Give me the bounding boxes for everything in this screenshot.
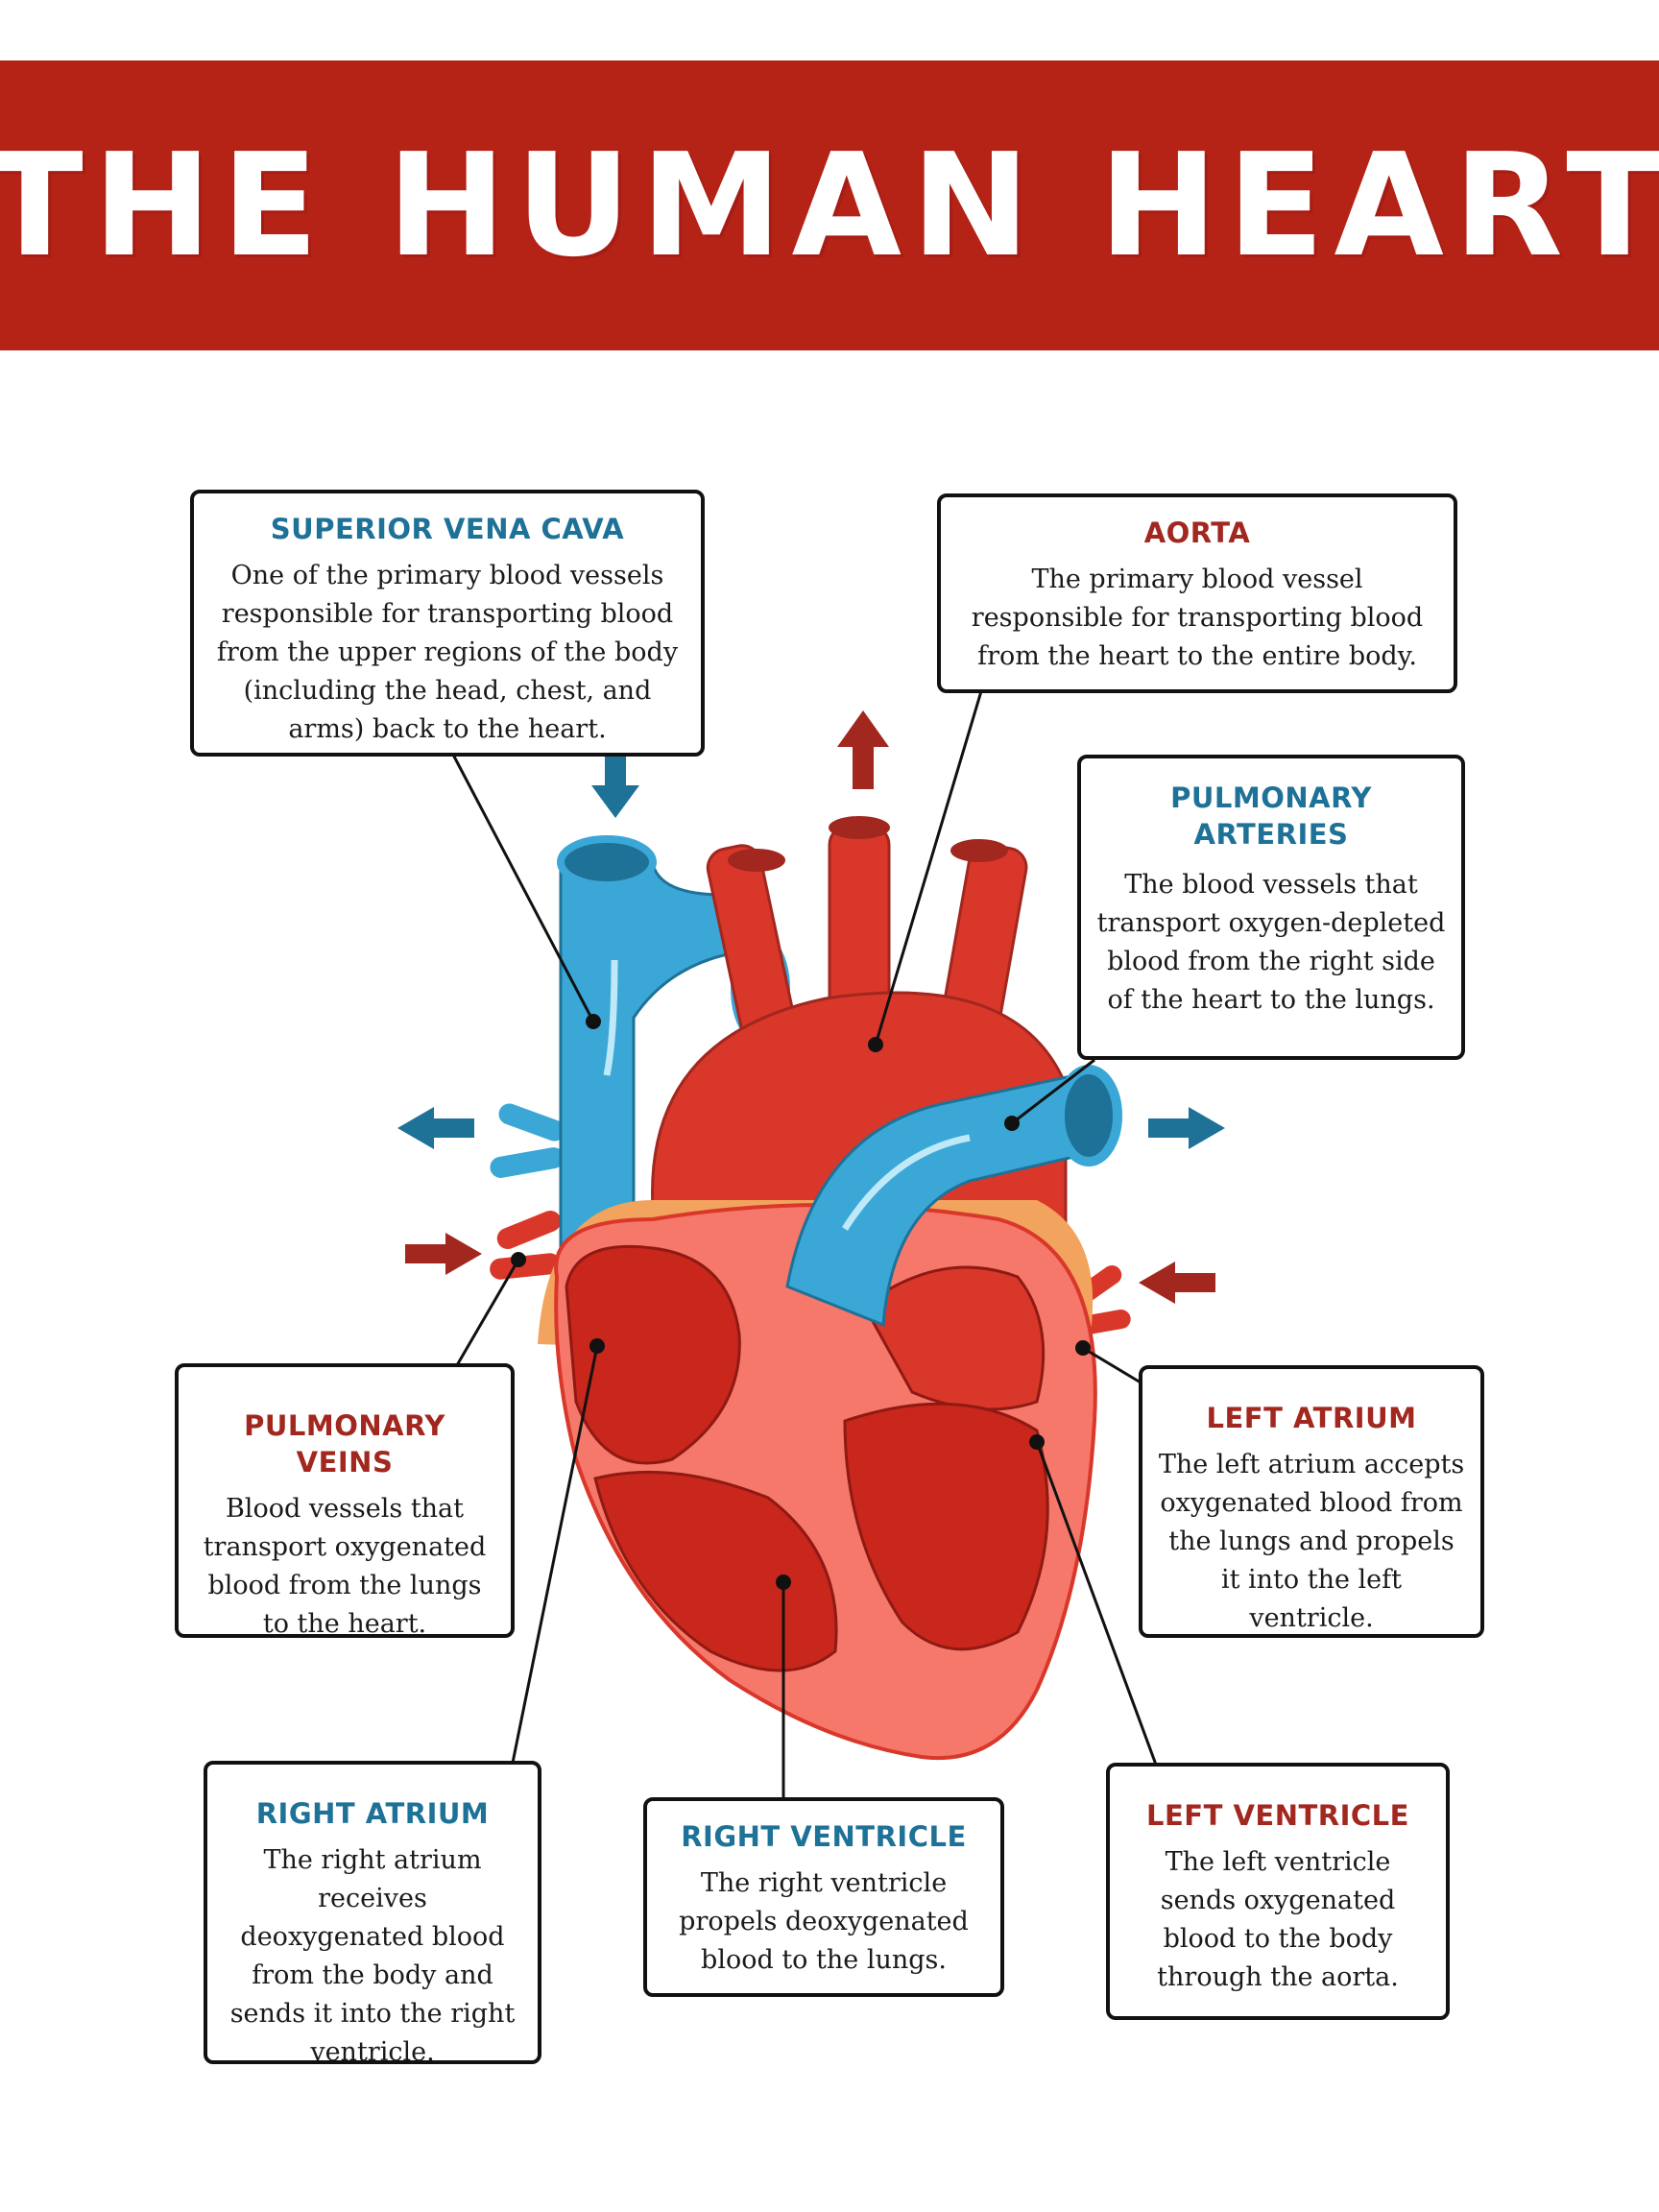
leader-left-atrium (1082, 1346, 1142, 1384)
right-ventricle-shape (593, 1470, 838, 1672)
arrow-left-upper-icon (397, 1107, 474, 1149)
label-left-atrium: LEFT ATRIUM The left atrium accepts oxyg… (1139, 1365, 1484, 1638)
label-superior-vena-cava: SUPERIOR VENA CAVA One of the primary bl… (190, 490, 705, 757)
heart-illustration (490, 816, 1131, 1761)
leader-right-atrium (511, 1345, 599, 1764)
label-pulmonary-veins: PULMONARY VEINS Blood vessels that trans… (175, 1363, 515, 1639)
pulmonary-artery-shape (785, 1073, 1096, 1328)
leader-superior-vena-cava (451, 754, 595, 1022)
label-description: The left ventricle sends oxygenated bloo… (1157, 1847, 1399, 1992)
leader-pulmonary-arteries (1011, 1058, 1095, 1125)
label-description: Blood vessels that transport oxygenated … (203, 1494, 487, 1639)
right-atrium-shape (565, 1244, 741, 1465)
label-description: The right ventricle propels deoxygenated… (679, 1868, 969, 1975)
leader-dots (511, 1014, 1091, 1590)
label-right-atrium: RIGHT ATRIUM The right atrium receives d… (204, 1761, 541, 2067)
label-title: PULMONARY VEINS (244, 1409, 445, 1479)
label-pulmonary-arteries: PULMONARY ARTERIES The blood vessels tha… (1077, 755, 1465, 1060)
label-aorta: AORTA The primary blood vessel responsib… (937, 493, 1457, 693)
leader-aorta (874, 690, 983, 1046)
arrow-right-upper-icon (1148, 1107, 1225, 1149)
label-description: The left atrium accepts oxygenated blood… (1158, 1450, 1465, 1633)
arrow-up-aorta-icon (837, 710, 889, 789)
arrow-right-lower-icon (405, 1233, 482, 1275)
label-right-ventricle: RIGHT VENTRICLE The right ventricle prop… (643, 1797, 1004, 1997)
page-title: THE HUMAN HEART (0, 123, 1659, 288)
label-title: RIGHT VENTRICLE (681, 1820, 967, 1853)
label-description: The primary blood vessel responsible for… (971, 565, 1424, 671)
flow-arrows (397, 710, 1225, 1304)
leader-lines (451, 690, 1158, 1799)
label-description: The right atrium receives deoxygenated b… (229, 1845, 516, 2067)
title-banner: THE HUMAN HEART (0, 60, 1659, 350)
arrow-down-svc-icon (591, 743, 639, 818)
leader-pulmonary-veins (455, 1259, 520, 1366)
label-left-ventricle: LEFT VENTRICLE The left ventricle sends … (1106, 1763, 1450, 2020)
label-title: LEFT VENTRICLE (1146, 1799, 1409, 1832)
label-title: SUPERIOR VENA CAVA (270, 513, 625, 545)
label-title: PULMONARY ARTERIES (1170, 781, 1372, 851)
left-ventricle-shape (843, 1402, 1049, 1651)
label-title: LEFT ATRIUM (1206, 1402, 1417, 1434)
arrow-left-lower-icon (1139, 1262, 1215, 1304)
label-title: AORTA (1143, 517, 1251, 549)
label-title: RIGHT ATRIUM (255, 1797, 490, 1830)
leader-left-ventricle (1035, 1441, 1158, 1766)
label-description: The blood vessels that transport oxygen-… (1096, 870, 1446, 1015)
label-description: One of the primary blood vessels respons… (216, 561, 679, 744)
